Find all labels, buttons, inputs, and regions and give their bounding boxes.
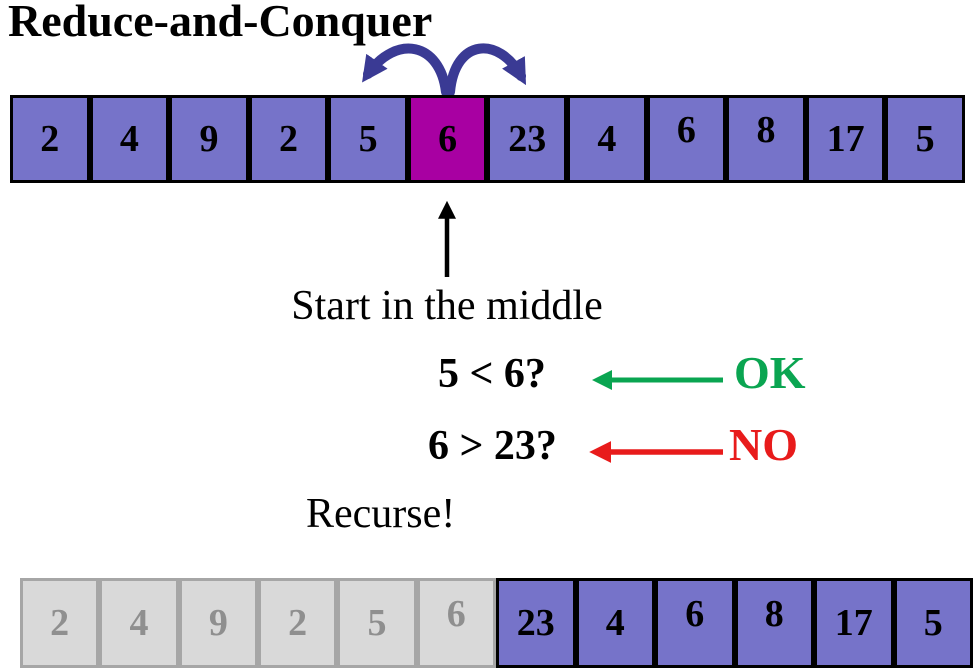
array-cell: 2	[20, 578, 100, 668]
cell-value: 8	[764, 593, 784, 635]
array-cell: 4	[567, 95, 647, 183]
recurse-label: Recurse!	[306, 491, 456, 537]
array-cell: 23	[487, 95, 568, 183]
cell-value: 6	[676, 109, 696, 151]
cell-value: 17	[834, 602, 873, 644]
cell-value: 5	[367, 602, 387, 644]
cell-value: 23	[508, 118, 547, 160]
array-cell: 9	[169, 95, 249, 183]
ok-verdict-label: OK	[734, 347, 806, 398]
array-cell: 17	[814, 578, 894, 668]
cell-value: 5	[923, 602, 943, 644]
array-cell: 6	[407, 95, 488, 183]
array-cell: 6	[416, 578, 496, 668]
array-cell: 6	[646, 95, 727, 183]
cell-value: 8	[756, 109, 776, 151]
start-in-middle-label: Start in the middle	[291, 283, 603, 329]
cell-value: 17	[826, 118, 865, 160]
page-title: Reduce-and-Conquer	[8, 0, 433, 46]
cell-value: 4	[119, 118, 139, 160]
array-cell: 2	[257, 578, 338, 668]
curved-arrow-left-icon	[362, 43, 451, 97]
cell-value: 4	[597, 118, 617, 160]
array-cell: 4	[99, 578, 179, 668]
cell-value: 5	[915, 118, 935, 160]
cell-value: 6	[685, 593, 705, 635]
cell-value: 4	[129, 602, 149, 644]
array-cell: 9	[178, 578, 258, 668]
right-comparison-label: 6 > 23?	[428, 423, 557, 469]
array-cell: 17	[805, 95, 886, 183]
cell-value: 9	[199, 118, 219, 160]
cell-value: 2	[288, 602, 308, 644]
bottom-array-remaining: 23 4 6 8 17 5	[496, 578, 973, 668]
cell-value: 5	[358, 118, 378, 160]
array-cell: 2	[10, 95, 90, 183]
cell-value: 4	[605, 602, 625, 644]
array-cell: 8	[734, 578, 814, 668]
cell-value: 2	[50, 602, 70, 644]
left-comparison-label: 5 < 6?	[438, 351, 546, 397]
array-cell: 4	[575, 578, 655, 668]
array-cell: 6	[655, 578, 735, 668]
cell-value: 2	[279, 118, 299, 160]
no-verdict-label: NO	[729, 419, 798, 470]
cell-value: 6	[438, 118, 458, 160]
array-cell: 4	[89, 95, 170, 183]
array-cell: 2	[248, 95, 329, 183]
array-cell: 5	[328, 95, 408, 183]
bottom-array-discarded: 2 4 9 2 5 6	[20, 578, 496, 668]
array-cell: 23	[496, 578, 576, 668]
array-cell: 5	[893, 578, 973, 668]
cell-value: 6	[446, 593, 466, 635]
cell-value: 23	[516, 602, 555, 644]
cell-value: 2	[40, 118, 60, 160]
array-cell: 5	[337, 578, 417, 668]
curved-arrow-right-icon	[445, 43, 527, 97]
array-cell: 5	[885, 95, 965, 183]
cell-value: 9	[208, 602, 228, 644]
array-cell: 8	[726, 95, 806, 183]
top-array: 2 4 9 2 5 6 23 4 6 8 17 5	[10, 95, 965, 183]
